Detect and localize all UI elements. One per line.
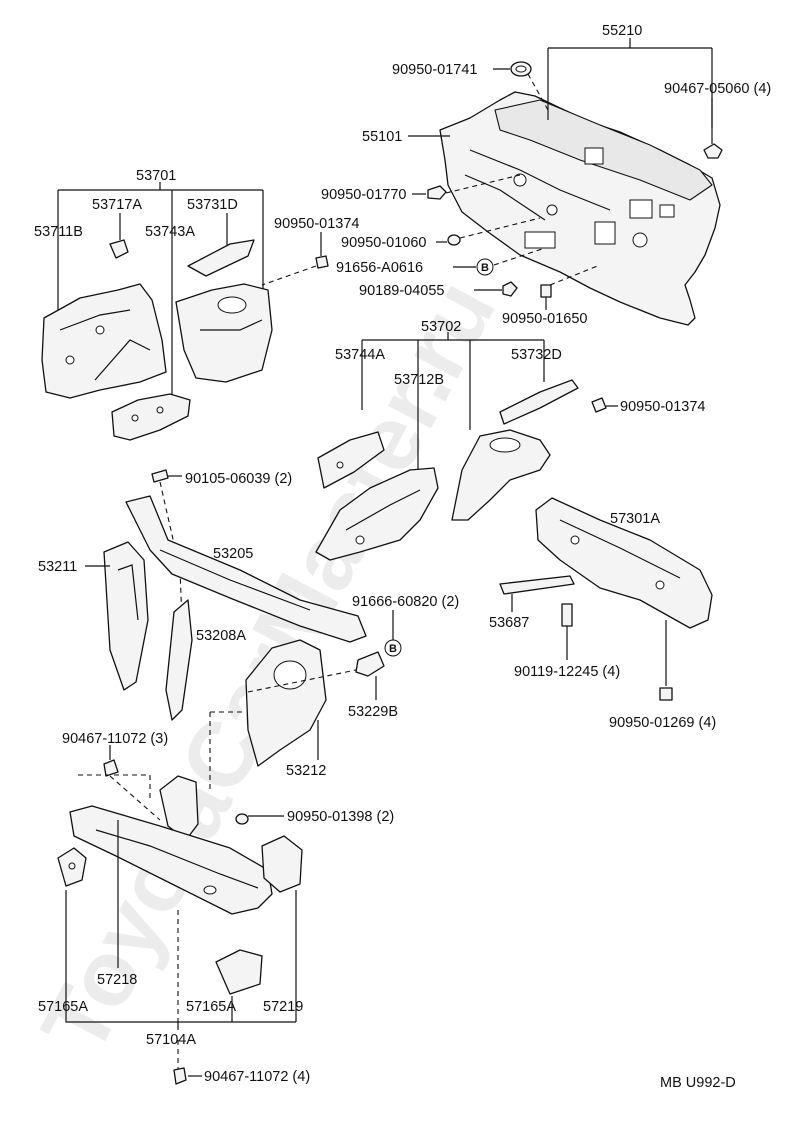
support-53212-part: [245, 639, 327, 767]
label-91666-60820: 91666-60820 (2): [352, 594, 459, 610]
apron-53743A-part: [111, 393, 191, 441]
label-90950-01374-b: 90950-01374: [620, 399, 705, 415]
badge-91656-A0616: B: [453, 247, 546, 276]
bracket-53717A-part: [109, 239, 129, 259]
support-53208A-part: [165, 599, 193, 721]
label-53205: 53205: [213, 546, 253, 562]
dash-panel-part: [439, 91, 721, 326]
bracket-57218-part: [159, 775, 199, 841]
plug-90950-01374-a: [261, 232, 329, 286]
label-53208A: 53208A: [196, 628, 246, 644]
plug-90950-01060: [436, 217, 541, 246]
apron-53731D-part: [175, 239, 273, 383]
plug-90950-01770: [412, 174, 521, 200]
label-53711B: 53711B: [34, 224, 83, 240]
bracket-57165A-mid-part: [215, 949, 263, 995]
label-53732D: 53732D: [511, 347, 562, 363]
apron-53711B-part: [41, 283, 167, 399]
label-90950-01650: 90950-01650: [502, 311, 587, 327]
leader-53701: [57, 182, 264, 400]
label-53744A: 53744A: [335, 347, 385, 363]
clip-90467-05060: [703, 98, 723, 159]
label-90105-06039: 90105-06039 (2): [185, 471, 292, 487]
label-53212: 53212: [286, 763, 326, 779]
label-53702: 53702: [421, 319, 461, 335]
support-53205-part: [125, 495, 367, 643]
label-90189-04055: 90189-04055: [359, 283, 444, 299]
label-90467-11072-b: 90467-11072 (4): [204, 1069, 310, 1085]
support-57104A-part: [69, 805, 273, 915]
label-90950-01374-a: 90950-01374: [274, 216, 359, 232]
label-90467-11072-a: 90467-11072 (3): [62, 731, 168, 747]
label-55101: 55101: [362, 129, 402, 145]
label-57165A-mid: 57165A: [186, 999, 236, 1015]
badge-b-1: B: [481, 262, 489, 274]
label-90467-05060: 90467-05060 (4): [664, 81, 771, 97]
label-90119-12245: 90119-12245 (4): [514, 664, 620, 680]
apron-53744A-part: [317, 431, 385, 489]
label-90950-01269: 90950-01269 (4): [609, 715, 716, 731]
label-90950-01060: 90950-01060: [341, 235, 426, 251]
label-57104A: 57104A: [146, 1032, 196, 1048]
nut-90950-01269: [659, 620, 673, 701]
label-57218: 57218: [97, 972, 137, 988]
label-53687: 53687: [489, 615, 529, 631]
label-55210: 55210: [602, 23, 642, 39]
bolt-90119-12245: [561, 603, 573, 660]
leader-53702: [361, 332, 545, 470]
dash-53212: [209, 669, 357, 790]
badge-91666-60820: B: [384, 610, 402, 657]
grommet-90950-01741: [493, 61, 549, 111]
label-53731D: 53731D: [187, 197, 238, 213]
diagram-code: MB U992-D: [660, 1075, 736, 1091]
label-90950-01741: 90950-01741: [392, 62, 477, 78]
label-57219: 57219: [263, 999, 303, 1015]
label-53229B: 53229B: [348, 704, 398, 720]
plug-90950-01650: [540, 264, 601, 310]
plug-90950-01398: [235, 813, 284, 825]
label-90950-01770: 90950-01770: [321, 187, 406, 203]
label-53717A: 53717A: [92, 197, 142, 213]
label-53211: 53211: [38, 559, 77, 575]
apron-53732D-part: [499, 379, 579, 425]
support-53229B-part: [355, 651, 385, 700]
label-53701: 53701: [136, 168, 176, 184]
stay-53687-part: [499, 575, 575, 612]
support-53211-part: [103, 541, 149, 691]
label-90950-01398: 90950-01398 (2): [287, 809, 394, 825]
apron-53712B-part: [315, 467, 439, 561]
bracket-57165A-left-part: [57, 847, 87, 887]
plug-90950-01374-b: [591, 397, 618, 413]
badge-b-2: B: [389, 643, 397, 655]
clip-90467-11072-b: [173, 1067, 202, 1085]
clip-90189-04055: [474, 281, 518, 297]
apron-tower-part: [451, 429, 551, 521]
leader-57104A: [65, 820, 297, 1070]
label-57165A-left: 57165A: [38, 999, 88, 1015]
label-53743A: 53743A: [145, 224, 195, 240]
clip-90467-11072-a: [78, 745, 161, 821]
label-57301A: 57301A: [610, 511, 660, 527]
crossmember-57301A-part: [535, 497, 713, 629]
bracket-57219-part: [261, 835, 303, 893]
label-91656-A0616: 91656-A0616: [336, 260, 423, 276]
label-53712B: 53712B: [394, 372, 444, 388]
